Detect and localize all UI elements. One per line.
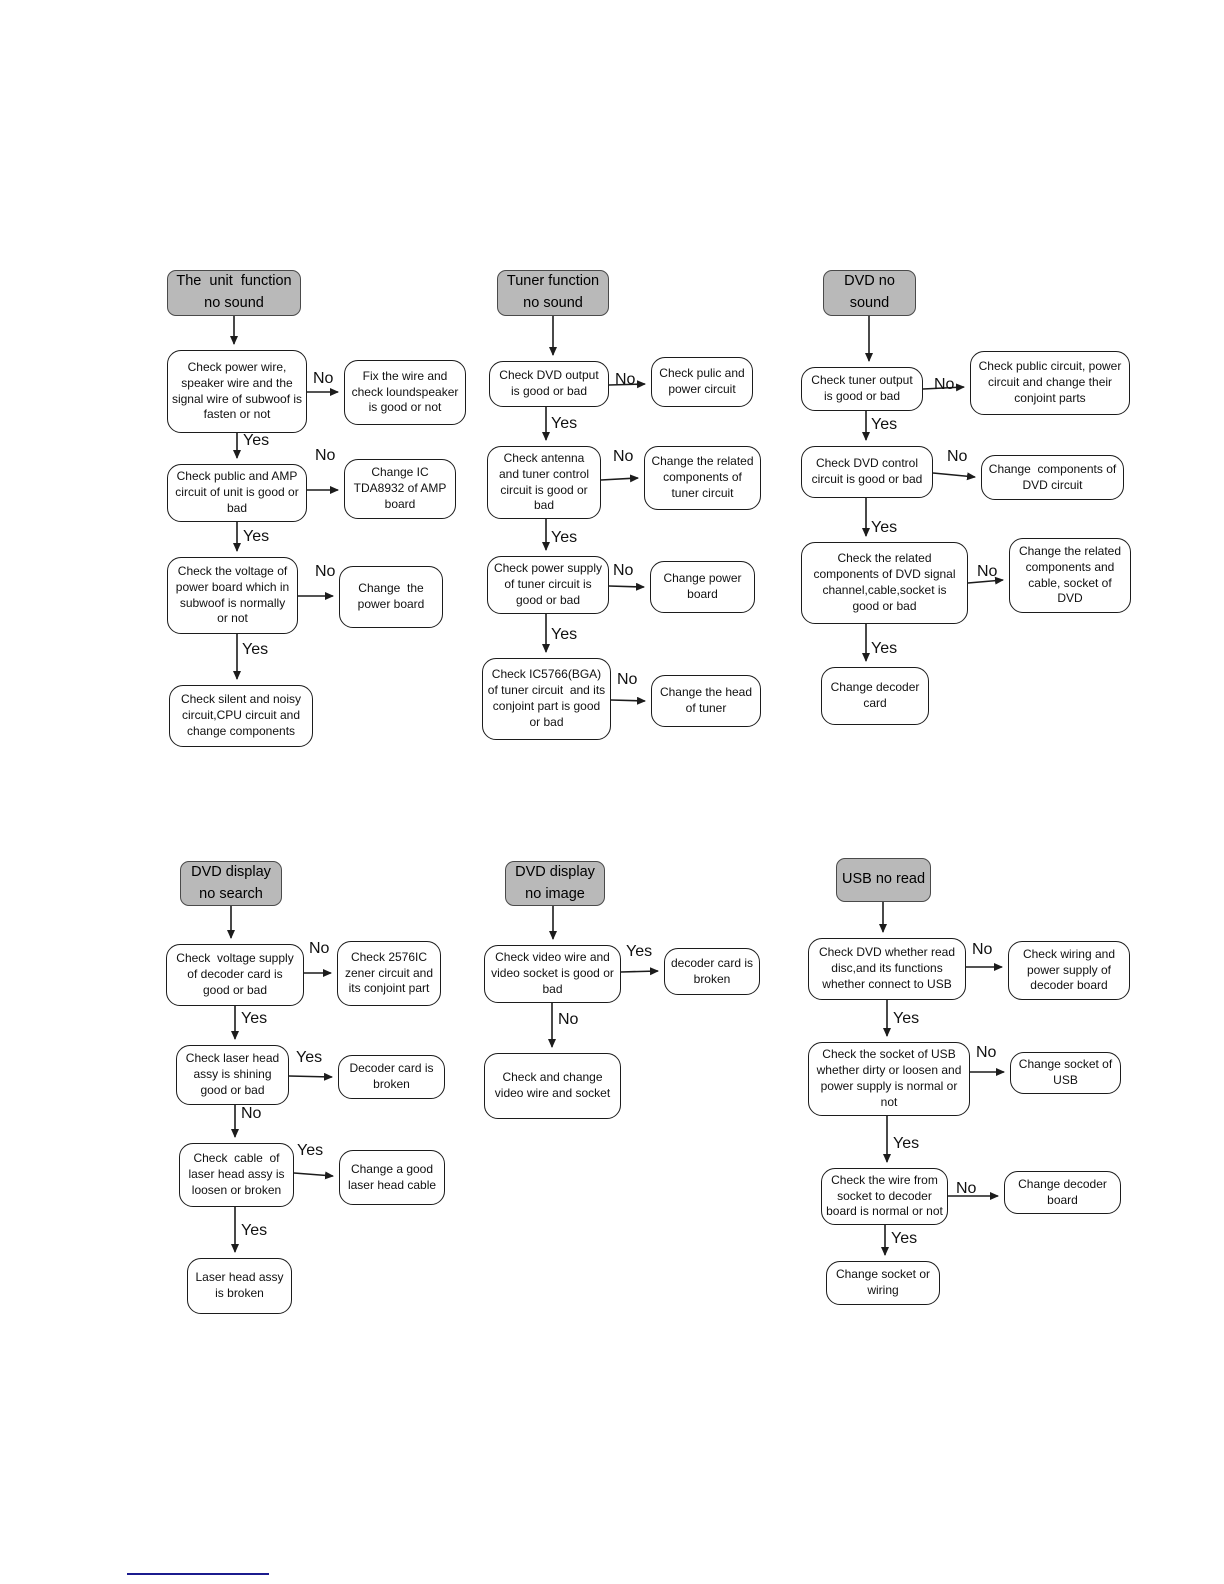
edge-label-no: No [558, 1011, 579, 1028]
edge-label-yes: Yes [891, 1230, 918, 1247]
edge-label-yes: Yes [243, 528, 270, 545]
edge-label-no: No [972, 941, 993, 958]
flow-title: Tuner function no sound [497, 270, 609, 316]
result-box: Fix the wire and check loundspeaker is g… [344, 360, 466, 425]
edge-label-no: No [309, 940, 330, 957]
edge-label-yes: Yes [871, 519, 898, 536]
step-box: Check the related components of DVD sign… [801, 542, 968, 624]
result-box: Change IC TDA8932 of AMP board [344, 459, 456, 519]
edge-label-yes: Yes [551, 415, 578, 432]
edge-label-yes: Yes [893, 1135, 920, 1152]
result-box: Change the related components of tuner c… [644, 446, 761, 510]
result-box: Check wiring and power supply of decoder… [1008, 941, 1130, 1000]
step-box: Check power supply of tuner circuit is g… [487, 556, 609, 614]
result-box: Change socket of USB [1010, 1052, 1121, 1094]
result-box: Change decoder board [1004, 1171, 1121, 1214]
edge-label-yes: Yes [296, 1049, 323, 1066]
edge-label-no: No [315, 563, 336, 580]
flow-title: DVD display no search [180, 861, 282, 906]
step-box: Check DVD whether read disc,and its func… [808, 938, 966, 1000]
result-box: Change the related components and cable,… [1009, 538, 1131, 613]
footer-line [127, 1573, 269, 1575]
edge-label-no: No [613, 562, 634, 579]
result-box: Check and change video wire and socket [484, 1053, 621, 1119]
result-box: Change the head of tuner [651, 675, 761, 727]
edge-label-no: No [976, 1044, 997, 1061]
edge-label-no: No [613, 448, 634, 465]
flow-title: DVD display no image [505, 861, 605, 906]
step-box: Check laser head assy is shining good or… [176, 1045, 289, 1105]
edge-label-no: No [934, 376, 955, 393]
edge-label-yes: Yes [893, 1010, 920, 1027]
result-box: Change a good laser head cable [339, 1150, 445, 1205]
result-box: Change the power board [339, 566, 443, 628]
edge-label-no: No [617, 671, 638, 688]
step-box: Check public and AMP circuit of unit is … [167, 464, 307, 522]
edge-label-yes: Yes [871, 640, 898, 657]
result-box: Check pulic and power circuit [651, 357, 753, 407]
step-box: Check power wire, speaker wire and the s… [167, 350, 307, 433]
step-box: Check video wire and video socket is goo… [484, 945, 621, 1003]
step-box: Check antenna and tuner control circuit … [487, 446, 601, 519]
step-box: Check the wire from socket to decoder bo… [821, 1168, 948, 1225]
edge-label-yes: Yes [551, 529, 578, 546]
edge-label-yes: Yes [551, 626, 578, 643]
result-box: Change decoder card [821, 667, 929, 725]
result-box: Change components of DVD circuit [981, 455, 1124, 500]
step-box: Check DVD output is good or bad [489, 361, 609, 407]
result-box: Change socket or wiring [826, 1261, 940, 1305]
flow-title: USB no read [836, 858, 931, 902]
step-box: Check the socket of USB whether dirty or… [808, 1042, 970, 1116]
edge-label-no: No [313, 370, 334, 387]
result-box: Check 2576IC zener circuit and its conjo… [337, 941, 441, 1006]
step-box: Check the voltage of power board which i… [167, 557, 298, 634]
step-box: Check DVD control circuit is good or bad [801, 446, 933, 498]
edge-label-no: No [956, 1180, 977, 1197]
step-box: Check IC5766(BGA) of tuner circuit and i… [482, 658, 611, 740]
edge-label-no: No [615, 371, 636, 388]
step-box: Check voltage supply of decoder card is … [166, 944, 304, 1006]
edge-label-yes: Yes [297, 1142, 324, 1159]
result-box: Change power board [650, 561, 755, 613]
edge-label-no: No [315, 447, 336, 464]
result-box: Check silent and noisy circuit,CPU circu… [169, 685, 313, 747]
result-box: Decoder card is broken [338, 1055, 445, 1099]
result-box: Laser head assy is broken [187, 1258, 292, 1314]
edge-label-yes: Yes [626, 943, 653, 960]
edge-label-yes: Yes [241, 1222, 268, 1239]
step-box: Check tuner output is good or bad [801, 367, 923, 411]
edge-label-no: No [947, 448, 968, 465]
edge-label-no: No [977, 563, 998, 580]
result-box: decoder card is broken [664, 948, 760, 995]
step-box: Check cable of laser head assy is loosen… [179, 1143, 294, 1207]
edge-label-no: No [241, 1105, 262, 1122]
flow-title: DVD no sound [823, 270, 916, 316]
result-box: Check public circuit, power circuit and … [970, 351, 1130, 415]
edge-label-yes: Yes [241, 1010, 268, 1027]
edge-label-yes: Yes [871, 416, 898, 433]
edge-label-yes: Yes [243, 432, 270, 449]
edge-label-yes: Yes [242, 641, 269, 658]
flow-title: The unit function no sound [167, 270, 301, 316]
